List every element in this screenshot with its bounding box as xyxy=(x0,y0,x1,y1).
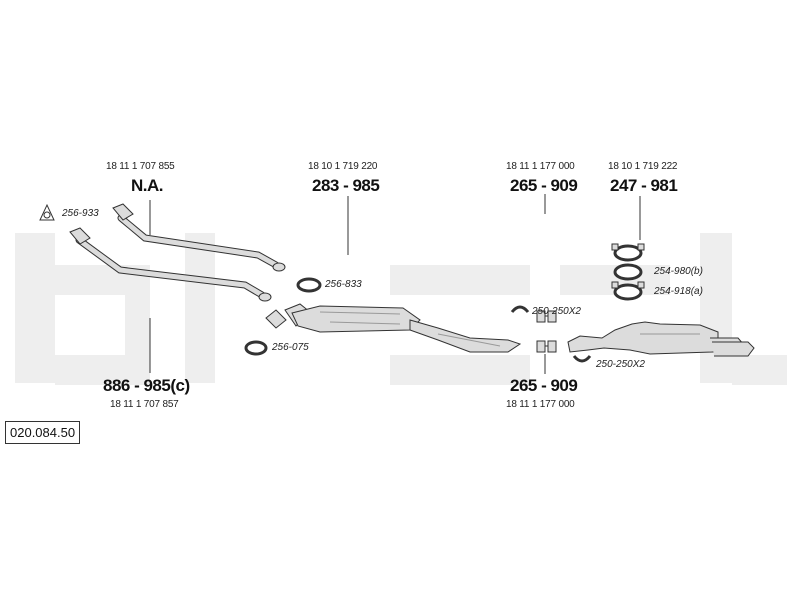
part-number-front-pipe-lower: 886 - 985(c) xyxy=(103,376,190,395)
part-number-rear-silencer: 265 - 909 xyxy=(510,176,578,195)
fitting-label: 250-250X2 xyxy=(532,306,581,317)
fitting-label: 256-933 xyxy=(62,208,99,219)
fitting-label: 254-918(a) xyxy=(654,286,703,297)
reference-number: 020.084.50 xyxy=(5,421,81,444)
oem-number: 18 11 1 707 855 xyxy=(106,161,175,172)
oem-number: 18 10 1 719 222 xyxy=(608,161,678,172)
gasket-triangle-icon xyxy=(39,203,55,221)
watermark-block xyxy=(390,265,530,295)
oem-number: 18 11 1 177 000 xyxy=(506,399,575,410)
fitting-label: 256-833 xyxy=(325,279,362,290)
watermark-block xyxy=(185,233,215,383)
part-number-middle-silencer: 283 - 985 xyxy=(312,176,380,195)
oem-number: 18 11 1 707 857 xyxy=(110,399,179,410)
part-number-intermediate-pipe: 265 - 909 xyxy=(510,376,578,395)
clamp-lower-icon xyxy=(536,340,592,363)
rear-silencer xyxy=(567,321,755,357)
oem-number: 18 11 1 177 000 xyxy=(506,161,575,172)
oem-number: 18 10 1 719 220 xyxy=(308,161,378,172)
watermark-block xyxy=(55,355,145,385)
part-number-rubber-mount: 247 - 981 xyxy=(610,176,678,195)
fitting-label: 254-980(b) xyxy=(654,266,703,277)
fitting-label: 250-250X2 xyxy=(596,359,645,370)
seal-ring-lower-icon xyxy=(244,340,268,356)
watermark-block xyxy=(732,355,787,385)
front-pipe-lower xyxy=(69,227,272,302)
clamp-upper-icon xyxy=(510,305,557,323)
fitting-label: 256-075 xyxy=(272,342,309,353)
watermark-block xyxy=(700,233,732,383)
middle-silencer xyxy=(265,303,522,353)
seal-ring-upper-icon xyxy=(296,277,322,293)
watermark-block xyxy=(390,355,530,385)
rubber-mount-icon xyxy=(611,243,645,301)
watermark-block xyxy=(15,233,55,383)
front-pipe-upper xyxy=(112,203,286,272)
part-number-front-pipe-upper: N.A. xyxy=(131,176,164,195)
